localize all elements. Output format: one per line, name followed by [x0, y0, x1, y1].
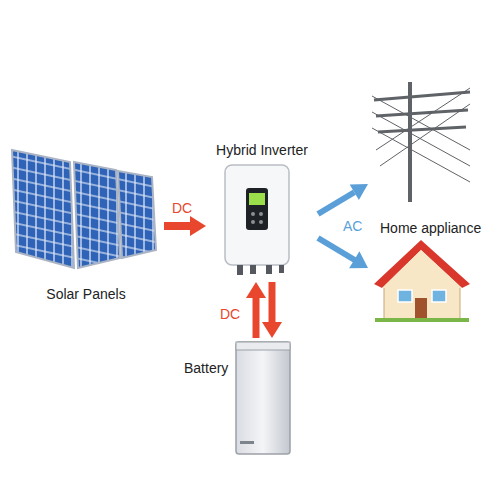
home-node: Home appliance [368, 218, 495, 324]
node-label: Battery [184, 360, 228, 376]
solar-panels-node: Solar Panels [8, 140, 164, 304]
arrow-head [190, 216, 206, 236]
ac-arrow-to-grid [318, 184, 368, 214]
arrow-head [262, 322, 282, 338]
house-figure [374, 240, 470, 322]
solar-panel-figure [12, 150, 156, 268]
utility-pole-figure [372, 82, 470, 202]
flow-arrow [246, 282, 282, 338]
inverter-node: Hybrid Inverter [206, 140, 318, 282]
edge-label: DC [218, 306, 242, 322]
edge-label: AC [341, 218, 364, 234]
arrow-shaft [318, 238, 355, 260]
battery-figure [236, 342, 290, 454]
arrow-head [246, 282, 266, 298]
edge-label: DC [170, 200, 194, 216]
node-label: Solar Panels [46, 286, 125, 302]
flow-arrow [318, 238, 368, 268]
arrow-head [349, 251, 368, 268]
node-label: Hybrid Inverter [216, 142, 308, 158]
flow-arrow [164, 216, 206, 236]
arrow-shaft [269, 282, 276, 323]
node-label: Home appliance [380, 220, 481, 236]
arrow-shaft [253, 297, 260, 338]
arrow-shaft [164, 222, 191, 230]
inverter-figure [225, 165, 289, 275]
battery-node: Battery [180, 338, 300, 458]
